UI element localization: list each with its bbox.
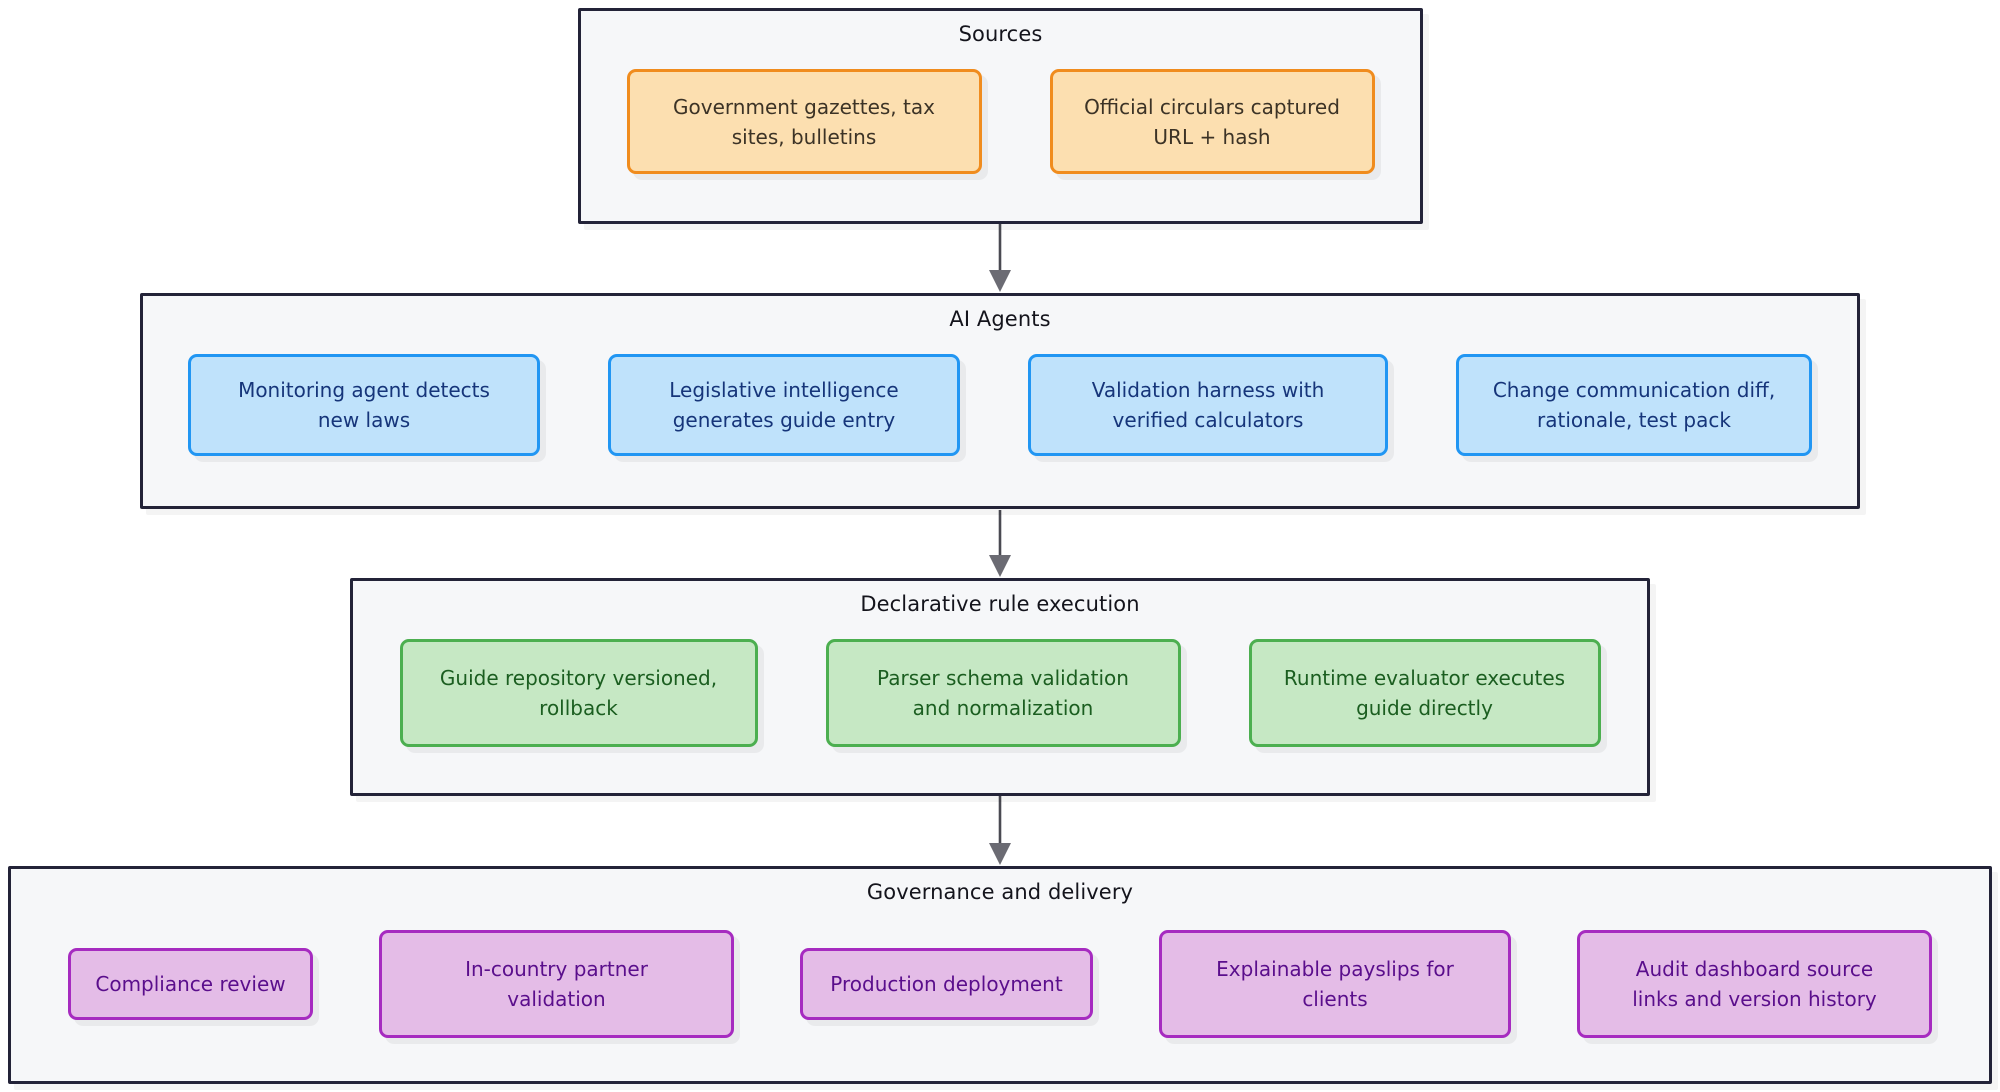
node-agent-monitoring[interactable]: Monitoring agent detects new laws <box>188 354 540 456</box>
cluster-governance-and-delivery: Governance and delivery Compliance revie… <box>8 866 1992 1084</box>
cluster-title-declarative-rule-execution: Declarative rule execution <box>860 592 1140 616</box>
edge-rules-to-governance <box>989 796 1011 865</box>
node-gov-audit[interactable]: Audit dashboard source links and version… <box>1577 930 1932 1038</box>
edge-agents-to-rules <box>989 510 1011 577</box>
node-gov-deployment[interactable]: Production deployment <box>800 948 1093 1020</box>
node-gov-partner[interactable]: In-country partner validation <box>379 930 734 1038</box>
node-agent-validation[interactable]: Validation harness with verified calcula… <box>1028 354 1388 456</box>
node-gov-payslips[interactable]: Explainable payslips for clients <box>1159 930 1511 1038</box>
cluster-title-governance-and-delivery: Governance and delivery <box>866 880 1134 904</box>
node-src-gazettes[interactable]: Government gazettes, tax sites, bulletin… <box>626 69 982 174</box>
cluster-sources: Sources Government gazettes, tax sites, … <box>578 8 1423 224</box>
node-rule-runtime[interactable]: Runtime evaluator executes guide directl… <box>1248 639 1601 747</box>
node-src-circulars[interactable]: Official circulars captured URL + hash <box>1049 69 1375 174</box>
node-rule-parser[interactable]: Parser schema validation and normalizati… <box>825 639 1181 747</box>
edge-sources-to-agents <box>989 224 1011 292</box>
node-gov-compliance[interactable]: Compliance review <box>68 948 313 1020</box>
cluster-title-ai-agents: AI Agents <box>949 307 1051 331</box>
cluster-title-sources: Sources <box>958 22 1043 46</box>
cluster-declarative-rule-execution: Declarative rule execution Guide reposit… <box>350 578 1650 796</box>
node-agent-legislative[interactable]: Legislative intelligence generates guide… <box>608 354 960 456</box>
node-rule-guide-repo[interactable]: Guide repository versioned, rollback <box>399 639 758 747</box>
node-agent-change-comm[interactable]: Change communication diff, rationale, te… <box>1456 354 1812 456</box>
cluster-ai-agents: AI Agents Monitoring agent detects new l… <box>140 293 1860 509</box>
